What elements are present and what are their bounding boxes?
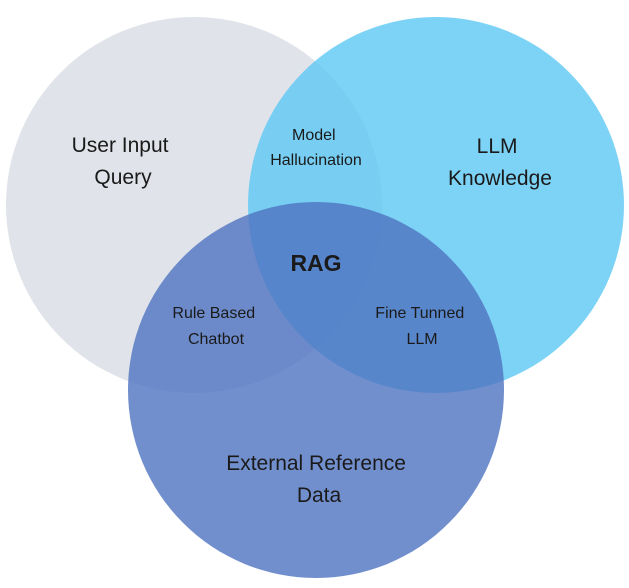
external-reference-data-label: External Reference Data [226, 452, 412, 507]
external-reference-data-circle [128, 202, 504, 578]
model-hallucination-label: Model Hallucination [270, 127, 362, 169]
user-input-query-label: User Input Query [72, 134, 175, 189]
llm-knowledge-label: LLM Knowledge [448, 135, 552, 190]
fine-tunned-llm-label: Fine Tunned LLM [375, 305, 468, 348]
rag-center-label: RAG [290, 250, 341, 276]
rule-based-chatbot-label: Rule Based Chatbot [172, 305, 259, 348]
